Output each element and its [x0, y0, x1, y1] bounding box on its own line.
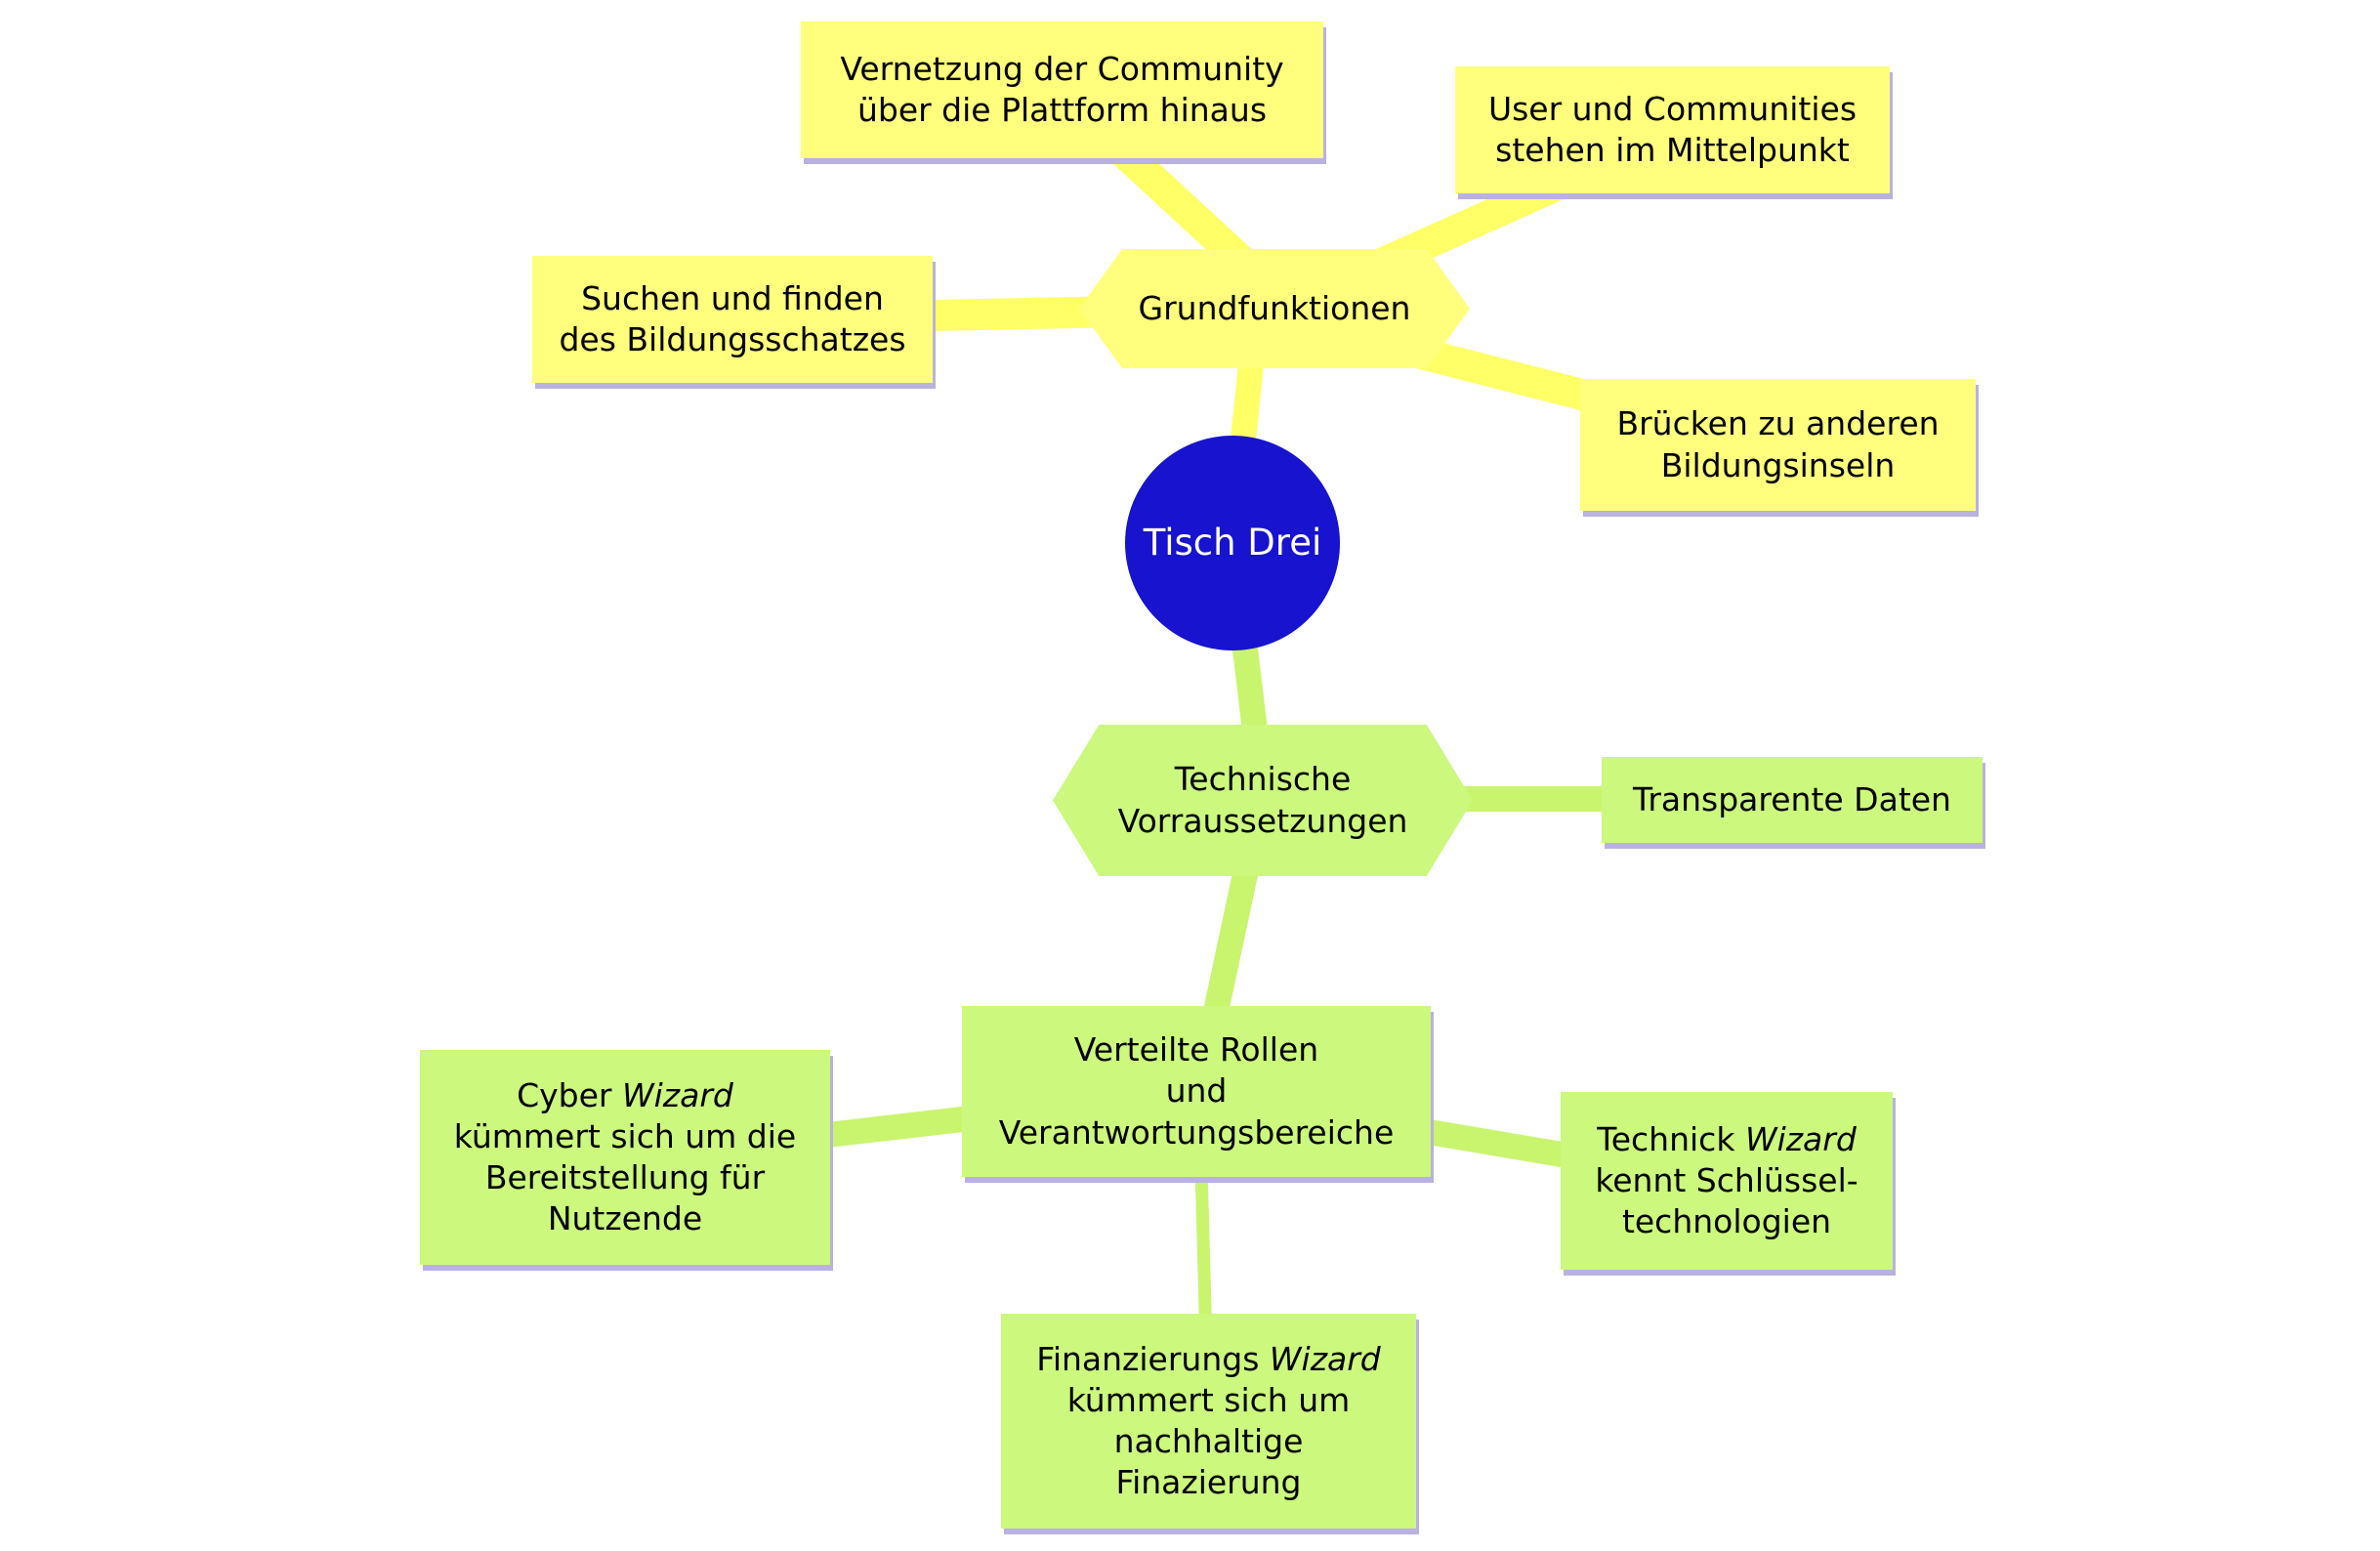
node-bruecken[interactable]: Brücken zu anderen Bildungsinseln — [1580, 379, 1976, 511]
node-cyber-wizard-post: kümmert sich um die Bereitstellung für N… — [453, 1116, 797, 1238]
node-verteilte-rollen[interactable]: Verteilte Rollen und Verantwortungsberei… — [962, 1006, 1431, 1177]
node-finanzierungs-wizard[interactable]: Finanzierungs Wizard kümmert sich um nac… — [1001, 1314, 1416, 1529]
hub-grundfunktionen-label: Grundfunktionen — [1138, 288, 1411, 327]
node-finanzierungs-wizard-italic: Wizard — [1269, 1339, 1381, 1378]
root-node-label: Tisch Drei — [1143, 522, 1322, 565]
node-cyber-wizard-text: Cyber Wizard kümmert sich um die Bereits… — [454, 1075, 796, 1240]
node-technick-wizard-text: Technick Wizard kennt Schlüssel- technol… — [1595, 1119, 1858, 1243]
node-finanzierungs-wizard-text: Finanzierungs Wizard kümmert sich um nac… — [1036, 1339, 1381, 1504]
node-finanzierungs-wizard-pre: Finanzierungs — [1036, 1339, 1260, 1378]
node-user-communities[interactable]: User und Communities stehen im Mittelpun… — [1455, 66, 1890, 193]
node-verteilte-rollen-label: Verteilte Rollen und Verantwortungsberei… — [998, 1030, 1395, 1152]
node-cyber-wizard-italic: Wizard — [622, 1075, 733, 1114]
node-vernetzung-label: Vernetzung der Community über die Plattf… — [840, 49, 1284, 129]
node-technick-wizard-pre: Technick — [1597, 1119, 1735, 1158]
hub-technische-label: Technische Vorraussetzungen — [1117, 760, 1408, 840]
node-finanzierungs-wizard-post: kümmert sich um nachhaltige Finazierung — [1066, 1380, 1351, 1502]
node-cyber-wizard[interactable]: Cyber Wizard kümmert sich um die Bereits… — [420, 1050, 830, 1265]
node-vernetzung[interactable]: Vernetzung der Community über die Plattf… — [801, 21, 1323, 158]
node-technick-wizard-italic: Wizard — [1744, 1119, 1857, 1158]
node-suchen-finden-label: Suchen und finden des Bildungsschatzes — [559, 278, 906, 358]
node-technick-wizard-post: kennt Schlüssel- technologien — [1595, 1160, 1858, 1241]
node-cyber-wizard-pre: Cyber — [517, 1075, 612, 1114]
node-bruecken-label: Brücken zu anderen Bildungsinseln — [1616, 404, 1940, 484]
node-transparente-daten-label: Transparente Daten — [1633, 779, 1951, 818]
node-user-communities-label: User und Communities stehen im Mittelpun… — [1487, 89, 1858, 169]
root-node-tisch-drei[interactable]: Tisch Drei — [1125, 436, 1340, 650]
node-suchen-finden[interactable]: Suchen und finden des Bildungsschatzes — [532, 256, 933, 383]
node-transparente-daten[interactable]: Transparente Daten — [1602, 757, 1983, 843]
node-technick-wizard[interactable]: Technick Wizard kennt Schlüssel- technol… — [1561, 1092, 1893, 1270]
hub-technische-vorraussetzungen[interactable]: Technische Vorraussetzungen — [1053, 725, 1473, 876]
hub-grundfunktionen[interactable]: Grundfunktionen — [1079, 249, 1470, 368]
